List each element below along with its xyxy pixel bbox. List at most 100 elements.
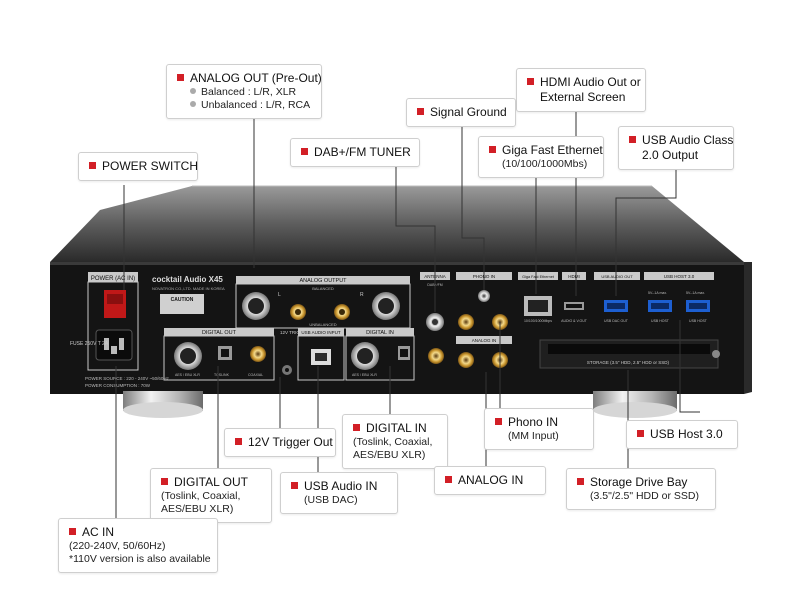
maker-line: NOVATRON CO.,LTD. MADE IN KOREA <box>152 286 225 291</box>
digital-in-label: DIGITAL IN <box>366 330 394 336</box>
ac-in-line1: (220-240V, 50/60Hz) <box>69 540 166 552</box>
bullet-icon <box>629 136 636 143</box>
dot-icon <box>190 101 196 107</box>
svg-text:5V--1A max.: 5V--1A max. <box>686 291 705 295</box>
callout-trigger-out: 12V Trigger Out <box>224 428 336 457</box>
svg-text:10/100/1000Mbps: 10/100/1000Mbps <box>524 319 552 323</box>
callout-analog-out: ANALOG OUT (Pre-Out) Balanced : L/R, XLR… <box>166 64 322 119</box>
caution-label: CAUTION <box>171 297 194 303</box>
bullet-icon <box>445 476 452 483</box>
usb-audio-class-line2: 2.0 Output <box>642 148 699 162</box>
usb-host-label: USB HOST 3.0 <box>664 274 695 279</box>
bullet-icon <box>577 478 584 485</box>
storage-title: Storage Drive Bay <box>590 475 688 489</box>
usb-host-title: USB Host 3.0 <box>650 427 723 441</box>
svg-text:USB DAC OUT: USB DAC OUT <box>604 319 629 323</box>
svg-text:COAXIAL: COAXIAL <box>248 373 263 377</box>
bullet-icon <box>489 146 496 153</box>
callout-power-switch: POWER SWITCH <box>78 152 198 181</box>
bullet-icon <box>69 528 76 535</box>
svg-text:BALANCED: BALANCED <box>312 286 334 291</box>
svg-text:UNBALANCED: UNBALANCED <box>309 322 336 327</box>
ac-inlet <box>95 329 133 361</box>
svg-text:AES / EBU XLR: AES / EBU XLR <box>175 373 200 377</box>
callout-dab-fm: DAB+/FM TUNER <box>290 138 420 167</box>
bullet-icon <box>637 430 644 437</box>
digital-out-line1: (Toslink, Coaxial, <box>161 490 241 502</box>
phono-in-line1: (MM Input) <box>508 430 559 442</box>
digital-in-title: DIGITAL IN <box>366 421 427 435</box>
dab-fm-title: DAB+/FM TUNER <box>314 145 411 159</box>
usb-audio-class-line1: USB Audio Class <box>642 133 734 147</box>
callout-usb-audio-class: USB Audio Class 2.0 Output <box>618 126 734 170</box>
storage-label: STORAGE (3.5" HDD, 2.5" HDD or SSD) <box>587 360 670 365</box>
brand-logo: cocktail Audio X45 <box>152 275 223 284</box>
analog-out-unbalanced: Unbalanced : L/R, RCA <box>201 99 311 111</box>
usb-audio-in-line1: (USB DAC) <box>304 494 358 506</box>
digital-in-line2: AES/EBU XLR) <box>353 449 426 461</box>
svg-text:AUDIO & V.OUT: AUDIO & V.OUT <box>561 319 588 323</box>
digital-in-line1: (Toslink, Coaxial, <box>353 436 433 448</box>
callout-usb-host: USB Host 3.0 <box>626 420 738 449</box>
signal-ground-post[interactable] <box>478 290 490 302</box>
analog-in-left[interactable] <box>458 352 474 368</box>
analog-out-balanced: Balanced : L/R, XLR <box>201 86 297 98</box>
svg-text:USB HOST: USB HOST <box>651 319 670 323</box>
bullet-icon <box>291 482 298 489</box>
phono-in-left[interactable] <box>458 314 474 330</box>
ac-in-title: AC IN <box>82 525 115 539</box>
svg-text:R: R <box>360 292 364 298</box>
bullet-icon <box>495 418 502 425</box>
callout-storage: Storage Drive Bay (3.5"/2.5" HDD or SSD) <box>566 468 716 510</box>
svg-text:5V--1A max.: 5V--1A max. <box>648 291 667 295</box>
digital-out-title: DIGITAL OUT <box>174 475 249 489</box>
hdmi-line2: External Screen <box>540 90 626 104</box>
callout-usb-audio-in: USB Audio IN (USB DAC) <box>280 472 398 514</box>
callout-hdmi: HDMI Audio Out or External Screen <box>516 68 646 112</box>
bullet-icon <box>161 478 168 485</box>
digital-out-label: DIGITAL OUT <box>202 330 237 336</box>
giga-line1: Giga Fast Ethernet <box>502 143 603 157</box>
bullet-icon <box>353 424 360 431</box>
callout-digital-in: DIGITAL IN (Toslink, Coaxial, AES/EBU XL… <box>342 414 448 469</box>
bullet-icon <box>89 162 96 169</box>
hdmi-label: HDMI <box>568 274 580 279</box>
bullet-icon <box>177 74 184 81</box>
usb-audio-out-label: USB AUDIO OUT <box>601 274 633 279</box>
signal-ground-title: Signal Ground <box>430 105 507 119</box>
svg-text:AES / EBU XLR: AES / EBU XLR <box>352 373 377 377</box>
bullet-icon <box>527 78 534 85</box>
storage-line1: (3.5"/2.5" HDD or SSD) <box>590 490 699 502</box>
fuse-label: FUSE 250V T 2A <box>70 341 109 347</box>
analog-in-label: ANALOG IN <box>472 338 497 343</box>
coaxial-out[interactable] <box>250 346 266 362</box>
hdmi-line1: HDMI Audio Out or <box>540 75 641 89</box>
callout-phono-in: Phono IN (MM Input) <box>484 408 594 450</box>
giga-line2: (10/100/1000Mbs) <box>502 158 588 170</box>
svg-text:USB HOST: USB HOST <box>689 319 708 323</box>
chassis-top <box>50 186 744 262</box>
bullet-icon <box>235 438 242 445</box>
svg-text:L: L <box>278 292 281 298</box>
callout-giga-ethernet: Giga Fast Ethernet (10/100/1000Mbs) <box>478 136 604 178</box>
callout-signal-ground: Signal Ground <box>406 98 516 127</box>
bullet-icon <box>417 108 424 115</box>
dot-icon <box>190 88 196 94</box>
bullet-icon <box>301 148 308 155</box>
callout-ac-in: AC IN (220-240V, 50/60Hz) *110V version … <box>58 518 218 573</box>
ac-in-line2: *110V version is also available <box>69 553 211 565</box>
usb-audio-input-label: USB AUDIO INPUT <box>301 330 341 335</box>
power-source-text: POWER SOURCE : 220 - 240V ~50/60Hz <box>85 376 170 381</box>
analog-in-title: ANALOG IN <box>458 473 524 487</box>
trigger-label: 12V TRIGGER <box>280 330 310 335</box>
power-consumption-text: POWER CONSUMPTION : 70W <box>85 383 151 388</box>
trigger-out-title: 12V Trigger Out <box>248 435 333 449</box>
digital-out-line2: AES/EBU XLR) <box>161 503 234 515</box>
analog-output-label: ANALOG OUTPUT <box>299 278 347 284</box>
power-in-label: POWER (AC IN) <box>91 276 135 282</box>
coaxial-in[interactable] <box>428 348 444 364</box>
power-switch-title: POWER SWITCH <box>102 159 198 173</box>
svg-text:TOSLINK: TOSLINK <box>214 373 230 377</box>
giga-label: Giga Fast Ethernet <box>522 275 555 279</box>
